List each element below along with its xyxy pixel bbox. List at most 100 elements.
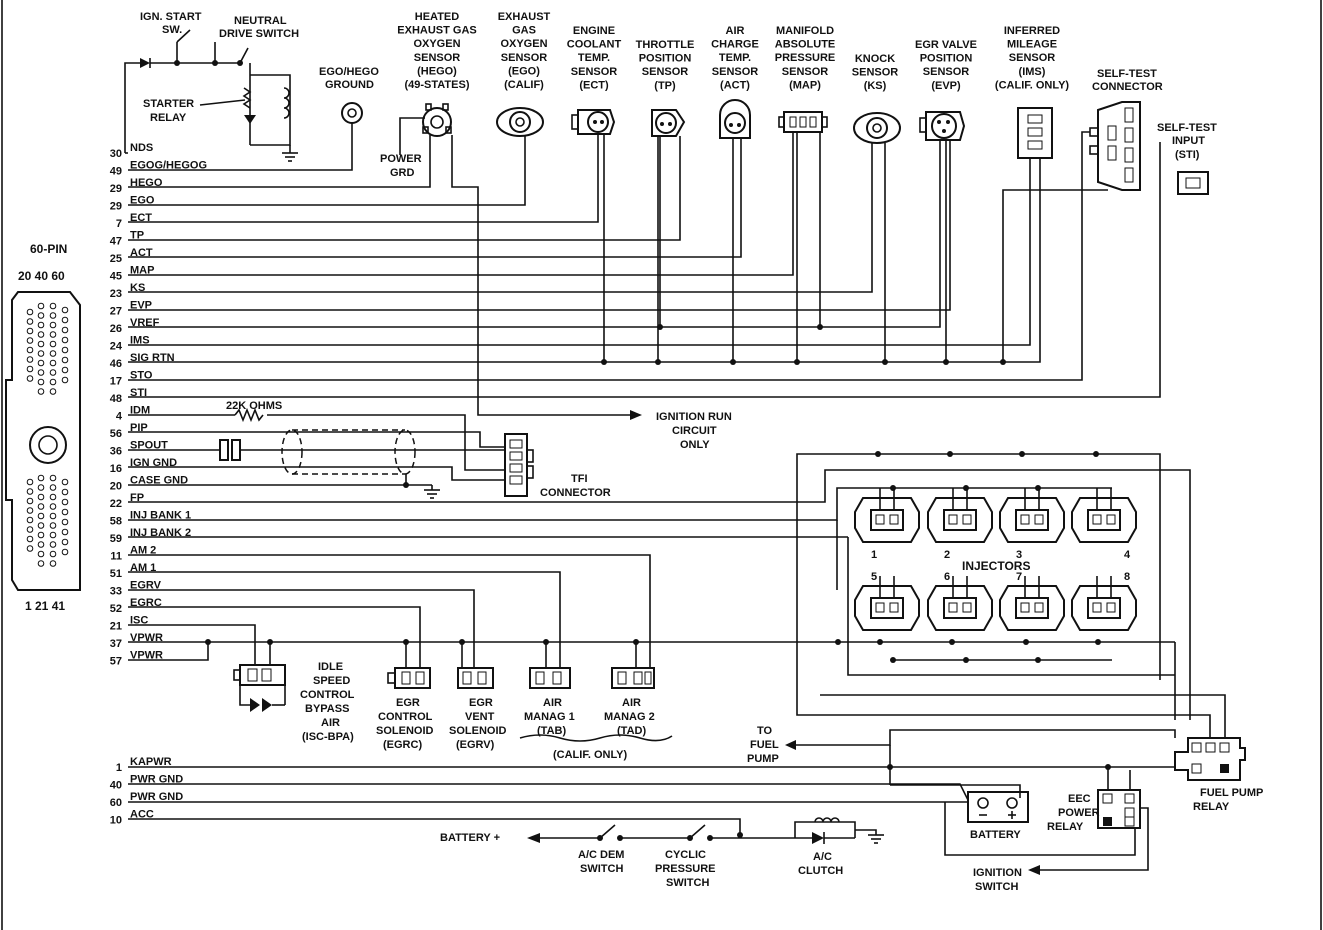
pin-number: 49 bbox=[110, 166, 122, 178]
sensor-label-line: TEMP. bbox=[578, 52, 610, 64]
sensor-label-line: (KS) bbox=[864, 80, 887, 92]
diode-icon bbox=[250, 698, 260, 712]
pin-number: 7 bbox=[116, 218, 122, 230]
sensor-label-line: SENSOR bbox=[852, 67, 899, 79]
ac-clutch-label: A/C bbox=[813, 851, 832, 863]
isc-label-4: BYPASS bbox=[305, 703, 349, 715]
power-ground-label-2: GRD bbox=[390, 167, 415, 179]
pin-hole bbox=[49, 302, 57, 310]
egrc-solenoid bbox=[387, 667, 431, 689]
sensor-label-line: POSITION bbox=[639, 53, 692, 65]
pin-hole bbox=[37, 560, 45, 567]
pin-number: 36 bbox=[110, 446, 122, 458]
circuit-name: SIG RTN bbox=[130, 352, 175, 364]
sensor-label-line: SENSOR bbox=[642, 66, 689, 78]
pin-hole bbox=[26, 318, 34, 325]
pin-hole bbox=[37, 321, 45, 329]
sensor-label-line: SENSOR bbox=[571, 66, 618, 78]
circuit-name: KAPWR bbox=[130, 756, 172, 768]
sensor-label-line: PRESSURE bbox=[775, 52, 836, 64]
pin-number: 27 bbox=[110, 306, 122, 318]
sensor-label-line: SENSOR bbox=[414, 52, 461, 64]
diode-icon bbox=[140, 58, 150, 68]
sensor-bodies: POWER GRD bbox=[380, 68, 1217, 195]
injector-3: 3 bbox=[999, 488, 1065, 561]
arrow-icon bbox=[630, 410, 642, 420]
sensor-label-line: GAS bbox=[512, 25, 536, 37]
wires: 22K OHMS TFI CONNECTOR IGNITION RUN CIRC… bbox=[124, 131, 1191, 720]
pin-hole bbox=[49, 550, 57, 558]
pin-number: 46 bbox=[110, 358, 122, 370]
pin-number: 29 bbox=[110, 183, 122, 195]
tab-label-3: (TAB) bbox=[537, 725, 566, 737]
arrow-icon bbox=[785, 740, 796, 750]
circuit-name: VREF bbox=[130, 317, 160, 329]
pin-hole bbox=[61, 356, 69, 364]
connector-center-hole bbox=[38, 435, 58, 455]
pin-hole bbox=[26, 365, 34, 373]
self-test-connector-label-2: CONNECTOR bbox=[1092, 81, 1163, 93]
injectors-label: INJECTORS bbox=[962, 559, 1030, 573]
sensor-label-line: CHARGE bbox=[711, 39, 759, 51]
isc-label-6: (ISC-BPA) bbox=[302, 731, 354, 743]
eec-power-relay bbox=[1097, 789, 1141, 829]
pin-hole bbox=[49, 359, 57, 367]
pin-hole bbox=[26, 516, 34, 524]
evp-sensor bbox=[919, 111, 966, 141]
injector-number: 1 bbox=[871, 549, 877, 561]
pin-hole bbox=[49, 369, 57, 376]
pin-hole bbox=[61, 518, 69, 526]
sensor-label-line: EGR VALVE bbox=[915, 39, 977, 51]
pin-hole bbox=[61, 316, 69, 324]
pin-number: 60 bbox=[110, 797, 122, 809]
resistor-icon bbox=[242, 87, 252, 109]
pin-number: 17 bbox=[110, 376, 122, 388]
pin-number: 4 bbox=[116, 411, 123, 423]
hego-sensor bbox=[422, 103, 452, 137]
tab-solenoid bbox=[529, 667, 571, 689]
sensor-label-line: EXHAUST bbox=[498, 11, 551, 23]
isc-label-1: IDLE bbox=[318, 661, 343, 673]
circuit-name: EGO bbox=[130, 195, 155, 207]
circuit-name: EGOG/HEGOG bbox=[130, 160, 207, 172]
tab-label-2: MANAG 1 bbox=[524, 711, 575, 723]
sensor-label-line: THROTTLE bbox=[636, 39, 695, 51]
eec-label-3: RELAY bbox=[1047, 821, 1084, 833]
neutral-switch-label: NEUTRAL bbox=[234, 15, 287, 27]
starter-relay-label-2: RELAY bbox=[150, 112, 187, 124]
pin-hole bbox=[49, 321, 57, 329]
pin-hole bbox=[49, 350, 57, 357]
pin-number: 21 bbox=[110, 621, 122, 633]
injector-number: 5 bbox=[871, 571, 877, 583]
ac-dem-label: A/C DEM bbox=[578, 849, 624, 861]
pin-hole bbox=[37, 522, 45, 529]
injector-7: 7 bbox=[999, 571, 1065, 631]
pin-hole bbox=[61, 366, 69, 374]
ign-run-label: IGNITION RUN bbox=[656, 411, 732, 423]
cyclic-label: CYCLIC bbox=[665, 849, 706, 861]
sensor-label-line: INFERRED bbox=[1004, 25, 1060, 37]
pin-hole bbox=[49, 493, 57, 501]
pin-hole bbox=[49, 388, 57, 395]
egrv-solenoid bbox=[457, 667, 494, 689]
sensor-label-line: (TP) bbox=[654, 80, 676, 92]
sensor-label-line: (MAP) bbox=[789, 79, 821, 91]
ego-ground-label: EGO/HEGO bbox=[319, 66, 379, 78]
pin-hole bbox=[37, 512, 45, 520]
circuit-name: IGN GND bbox=[130, 457, 177, 469]
sensor-label-line: EXHAUST GAS bbox=[397, 25, 476, 37]
connector-title: 60-PIN bbox=[30, 242, 67, 256]
pin-hole bbox=[49, 560, 57, 567]
injector-number: 7 bbox=[1016, 571, 1022, 583]
battery bbox=[967, 791, 1029, 823]
circuit-name: NDS bbox=[130, 142, 153, 154]
tfi-label-2: CONNECTOR bbox=[540, 487, 611, 499]
pin-number: 56 bbox=[110, 428, 122, 440]
pin-number: 25 bbox=[110, 253, 122, 265]
pin-hole bbox=[26, 308, 34, 316]
pin-hole bbox=[26, 356, 34, 363]
tfi-connector bbox=[504, 433, 534, 497]
pin-number: 33 bbox=[110, 586, 122, 598]
